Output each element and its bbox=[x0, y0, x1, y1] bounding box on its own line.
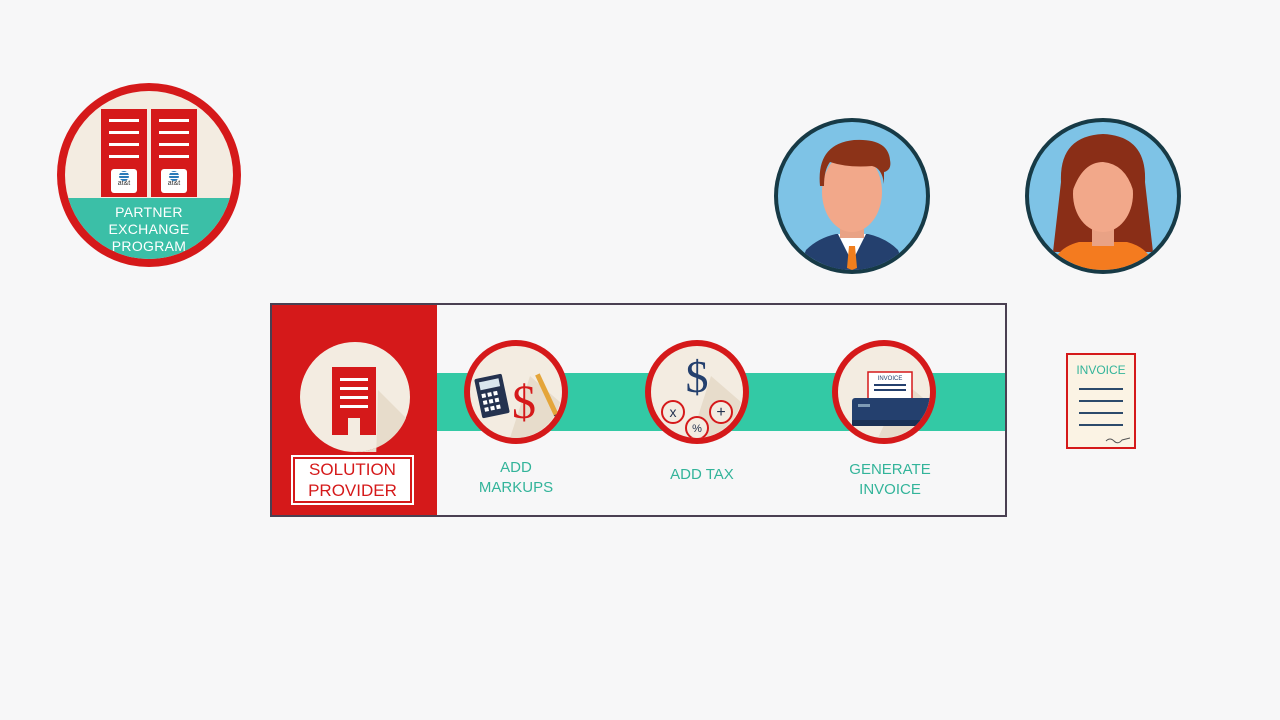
printer-paper-label: INVOICE bbox=[878, 376, 903, 382]
add-markups-label: ADD MARKUPS bbox=[478, 459, 554, 496]
building-icon bbox=[332, 367, 406, 452]
solution-provider-label: SOLUTION PROVIDER bbox=[293, 457, 412, 503]
provider-icon-circle bbox=[300, 342, 410, 452]
multiply-symbol: x bbox=[670, 404, 677, 420]
dollar-symbol: $ bbox=[512, 376, 536, 429]
solution-provider-panel: SOLUTION PROVIDER bbox=[272, 305, 437, 515]
generate-invoice-step: INVOICE bbox=[832, 340, 936, 444]
add-markups-step: $ bbox=[464, 340, 568, 444]
invoice-document-icon: INVOICE bbox=[1066, 353, 1136, 449]
generate-invoice-icon-circle: INVOICE bbox=[838, 346, 930, 438]
partner-exchange-badge: at&t at&t PARTNER EXCHANGE PROGRAM bbox=[57, 83, 241, 267]
add-tax-step: $ x + % bbox=[645, 340, 749, 444]
calculator-dollar-pencil-icon: $ bbox=[474, 373, 560, 438]
female-customer-avatar bbox=[1025, 118, 1181, 274]
generate-invoice-label: GENERATE INVOICE bbox=[849, 461, 931, 498]
printer-icon: INVOICE bbox=[852, 371, 930, 438]
tax-calculation-icon: $ x + % bbox=[661, 351, 741, 438]
partner-badge-teal-band bbox=[65, 198, 233, 259]
signature-icon bbox=[1105, 437, 1131, 444]
server-icon: at&t bbox=[151, 109, 197, 197]
add-markups-icon-circle: $ bbox=[470, 346, 562, 438]
att-logo-icon: at&t bbox=[111, 169, 137, 193]
male-customer-avatar bbox=[774, 118, 930, 274]
percent-symbol: % bbox=[692, 423, 702, 435]
dollar-symbol: $ bbox=[686, 351, 709, 402]
partner-badge-inner: at&t at&t PARTNER EXCHANGE PROGRAM bbox=[65, 91, 233, 259]
billing-process-panel: SOLUTION PROVIDER $ bbox=[270, 303, 1007, 517]
plus-symbol: + bbox=[716, 404, 725, 421]
att-logo-icon: at&t bbox=[161, 169, 187, 193]
add-tax-label: ADD TAX bbox=[670, 466, 734, 483]
add-tax-icon-circle: $ x + % bbox=[651, 346, 743, 438]
server-icon: at&t bbox=[101, 109, 147, 197]
invoice-document-title: INVOICE bbox=[1076, 363, 1126, 377]
partner-program-label: PARTNER EXCHANGE PROGRAM bbox=[108, 204, 190, 254]
